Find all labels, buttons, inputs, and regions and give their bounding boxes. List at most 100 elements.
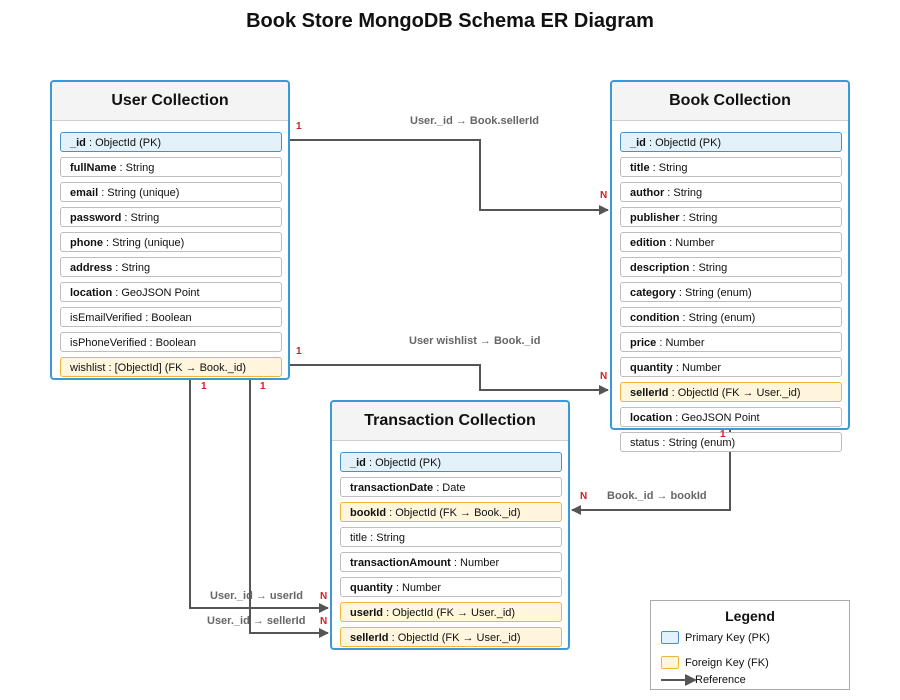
field-type: : ObjectId (FK → User._id)	[383, 607, 516, 619]
cardinality-user-wishlist-from: 1	[296, 346, 302, 357]
field-type: : ObjectId (FK → User._id)	[668, 387, 801, 399]
user-field-password: password : String	[60, 207, 282, 227]
user-field-fullname: fullName : String	[60, 157, 282, 177]
field-name: userId	[350, 607, 384, 619]
line-book-transaction	[571, 430, 731, 515]
cardinality-book-transaction-to: N	[580, 491, 588, 502]
user-field-isphoneverified: isPhoneVerified : Boolean	[60, 332, 282, 352]
user-field-phone: phone : String (unique)	[60, 232, 282, 252]
field-type: : GeoJSON Point	[112, 287, 200, 299]
book-field-edition: edition : Number	[620, 232, 842, 252]
transaction-field-sellerid: sellerId : ObjectId (FK → User._id)	[340, 627, 562, 647]
legend: Legend Primary Key (PK) Foreign Key (FK)…	[650, 600, 850, 690]
field-type: : String	[649, 162, 688, 174]
cardinality-user-transaction-seller-from: 1	[260, 381, 266, 392]
user-field-email: email : String (unique)	[60, 182, 282, 202]
cardinality-user-wishlist-to: N	[600, 371, 608, 382]
field-type: : String (unique)	[98, 187, 180, 199]
field-type: : String	[679, 212, 718, 224]
relation-label-user-book-seller: User._id → Book.sellerId	[410, 115, 539, 127]
legend-ref-label: Reference	[695, 674, 746, 686]
field-type: : Number	[450, 557, 500, 569]
legend-fk-label: Foreign Key (FK)	[685, 657, 769, 669]
book-field-price: price : Number	[620, 332, 842, 352]
field-type: : ObjectId (PK)	[365, 457, 442, 469]
page-title: Book Store MongoDB Schema ER Diagram	[246, 10, 654, 32]
field-name: wishlist	[70, 362, 106, 374]
cardinality-user-transaction-seller-to: N	[320, 616, 328, 627]
book-field-location: location : GeoJSON Point	[620, 407, 842, 427]
field-type: : Number	[656, 337, 705, 349]
field-name: publisher	[630, 212, 680, 224]
field-name: transactionDate	[350, 482, 434, 494]
book-field-sellerid: sellerId : ObjectId (FK → User._id)	[620, 382, 842, 402]
book-field-quantity: quantity : Number	[620, 357, 842, 377]
field-type: : String (enum)	[675, 287, 752, 299]
user-field-id: _id : ObjectId (PK)	[60, 132, 282, 152]
transaction-field-userid: userId : ObjectId (FK → User._id)	[340, 602, 562, 622]
cardinality-user-transaction-user-to: N	[320, 591, 328, 602]
field-type: : Boolean	[142, 312, 192, 324]
field-name: quantity	[350, 582, 393, 594]
user-field-wishlist: wishlist : [ObjectId] (FK → Book._id)	[60, 357, 282, 377]
field-type: : String (unique)	[103, 237, 185, 249]
book-field-description: description : String	[620, 257, 842, 277]
book-field-title: title : String	[620, 157, 842, 177]
transaction-field-bookid: bookId : ObjectId (FK → Book._id)	[340, 502, 562, 522]
book-field-category: category : String (enum)	[620, 282, 842, 302]
field-name: transactionAmount	[350, 557, 451, 569]
field-name: isPhoneVerified	[70, 337, 147, 349]
field-name: phone	[70, 237, 103, 249]
user-field-location: location : GeoJSON Point	[60, 282, 282, 302]
field-type: : [ObjectId] (FK → Book._id)	[105, 362, 247, 374]
field-name: description	[630, 262, 690, 274]
field-type: : String	[116, 162, 155, 174]
cardinality-user-transaction-user-from: 1	[201, 381, 207, 392]
transaction-field-transactiondate: transactionDate : Date	[340, 477, 562, 497]
field-name: title	[350, 532, 368, 544]
field-type: : Boolean	[146, 337, 197, 349]
transaction-field-transactionamount: transactionAmount : Number	[340, 552, 562, 572]
field-type: : ObjectId (FK → Book._id)	[386, 507, 521, 519]
field-name: password	[70, 212, 122, 224]
book-field-author: author : String	[620, 182, 842, 202]
line-user-book-seller	[290, 139, 609, 215]
book-collection-title: Book Collection	[612, 82, 848, 121]
field-name: _id	[350, 457, 366, 469]
field-name: fullName	[70, 162, 117, 174]
field-type: : ObjectId (FK → User._id)	[388, 632, 521, 644]
field-type: : ObjectId (PK)	[85, 137, 162, 149]
user-collection-title: User Collection	[52, 82, 288, 121]
field-type: : String (enum)	[679, 312, 756, 324]
field-type: : String	[121, 212, 160, 224]
field-name: edition	[630, 237, 667, 249]
book-field-publisher: publisher : String	[620, 207, 842, 227]
transaction-field-id: _id : ObjectId (PK)	[340, 452, 562, 472]
book-field-condition: condition : String (enum)	[620, 307, 842, 327]
field-name: bookId	[350, 507, 387, 519]
field-name: location	[70, 287, 113, 299]
field-name: condition	[630, 312, 680, 324]
transaction-collection: Transaction Collection _id : ObjectId (P…	[330, 400, 570, 650]
legend-arrow-icon	[661, 674, 697, 686]
cardinality-user-book-seller-to: N	[600, 190, 608, 201]
field-name: category	[630, 287, 676, 299]
relation-label-user-transaction-user: User._id → userId	[210, 590, 303, 602]
relation-label-user-transaction-seller: User._id → sellerId	[207, 615, 306, 627]
legend-fk-swatch	[661, 656, 679, 669]
field-type: : String	[112, 262, 151, 274]
field-name: _id	[70, 137, 86, 149]
field-type: : String (enum)	[659, 437, 736, 449]
legend-pk-swatch	[661, 631, 679, 644]
field-type: : Date	[433, 482, 466, 494]
field-name: status	[630, 437, 660, 449]
field-type: : String	[367, 532, 406, 544]
book-collection: Book Collection _id : ObjectId (PK)title…	[610, 80, 850, 452]
cardinality-user-book-seller-from: 1	[296, 121, 302, 132]
line-user-transaction-user	[189, 380, 329, 613]
line-user-wishlist	[290, 364, 609, 395]
field-name: author	[630, 187, 665, 199]
line-user-transaction-seller	[249, 380, 329, 638]
field-name: email	[70, 187, 99, 199]
